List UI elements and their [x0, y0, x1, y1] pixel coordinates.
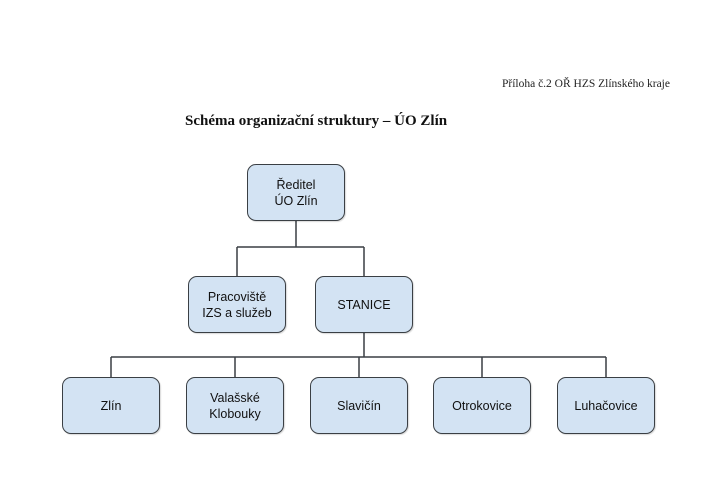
node-pracoviste-izs: Pracoviště IZS a služeb [188, 276, 286, 333]
connector-stations [110, 333, 607, 377]
annex-label: Příloha č.2 OŘ HZS Zlínského kraje [501, 78, 670, 90]
node-station-otrokovice: Otrokovice [433, 377, 531, 434]
node-station-zlin: Zlín [62, 377, 160, 434]
node-station-luhacovice: Luhačovice [557, 377, 655, 434]
node-station-valasske-klobouky: Valašské Klobouky [186, 377, 284, 434]
node-director: Ředitel ÚO Zlín [247, 164, 345, 221]
page-title: Schéma organizační struktury – ÚO Zlín [185, 113, 448, 129]
node-station-slavicin: Slavičín [310, 377, 408, 434]
connector-root [236, 220, 365, 276]
node-stanice: STANICE [315, 276, 413, 333]
